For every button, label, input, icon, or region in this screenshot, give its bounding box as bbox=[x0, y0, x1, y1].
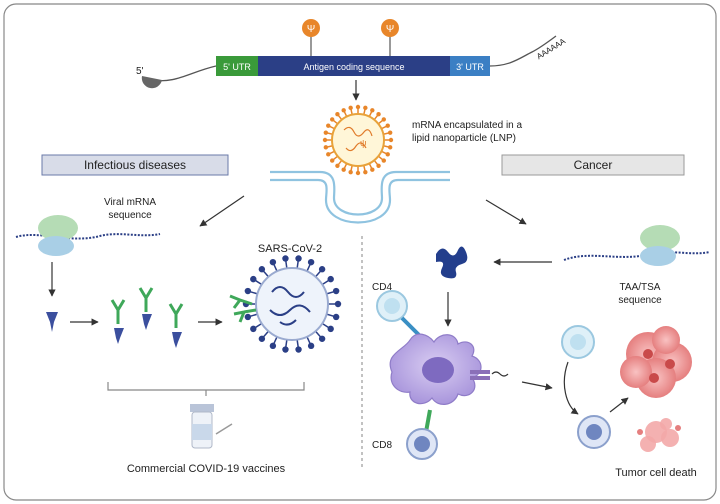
lnp-label-line1: mRNA encapsulated in a bbox=[412, 120, 523, 131]
virus-label: SARS-CoV-2 bbox=[258, 243, 322, 255]
vaccine-vial-icon bbox=[190, 404, 233, 449]
cd8-label: CD8 bbox=[372, 440, 392, 451]
dying-tumor-icon bbox=[637, 418, 681, 452]
five-prime-cap-icon bbox=[141, 76, 162, 89]
antigen-protein-icon bbox=[46, 312, 58, 332]
vaccine-bracket bbox=[107, 382, 305, 391]
antibodies-group bbox=[110, 287, 184, 348]
cd8-tcell-icon bbox=[406, 409, 438, 460]
arrow-to-cancer bbox=[485, 199, 527, 225]
five-prime-tail bbox=[151, 65, 217, 82]
arrow-to-tumor bbox=[609, 397, 629, 413]
psi-label-2: Ψ bbox=[386, 24, 394, 35]
tumor-antigen-icon bbox=[436, 246, 468, 279]
psi-label-1: Ψ bbox=[307, 24, 315, 35]
sars-cov-2-icon bbox=[242, 255, 342, 353]
coding-label: Antigen coding sequence bbox=[303, 62, 404, 72]
cancer-header-box bbox=[501, 154, 685, 176]
three-prime-tail bbox=[489, 35, 557, 67]
lnp-label-line2: lipid nanoparticle (LNP) bbox=[412, 133, 516, 144]
viral-label-line2: sequence bbox=[108, 210, 152, 221]
ribosome-icon-right bbox=[563, 225, 711, 266]
utr5-segment bbox=[216, 56, 258, 76]
coding-segment bbox=[258, 56, 450, 76]
psi-modification-2: Ψ bbox=[381, 19, 399, 56]
five-prime-label: 5' bbox=[136, 66, 144, 77]
cytotoxic-cell-icon bbox=[577, 415, 611, 449]
utr5-label: 5' UTR bbox=[223, 62, 251, 72]
taa-label-line2: sequence bbox=[618, 295, 662, 306]
arrow-helper-to-cd8 bbox=[563, 361, 579, 415]
vaccines-label: Commercial COVID-19 vaccines bbox=[127, 463, 286, 475]
svg-text:ψ: ψ bbox=[360, 138, 366, 148]
cancer-header: Cancer bbox=[574, 158, 613, 172]
infectious-header-box bbox=[41, 154, 229, 176]
tumor-icon bbox=[620, 326, 692, 398]
antibodies-bound bbox=[229, 294, 257, 323]
arrow-to-infectious bbox=[199, 195, 245, 227]
psi-modification-1: Ψ bbox=[302, 19, 320, 56]
taa-label-line1: TAA/TSA bbox=[620, 282, 661, 293]
utr3-label: 3' UTR bbox=[456, 62, 484, 72]
tumor-death-label: Tumor cell death bbox=[615, 467, 697, 479]
arrow-to-tcells bbox=[521, 381, 553, 391]
lnp-icon: ψ bbox=[322, 104, 394, 176]
mhc-receptor-right bbox=[470, 370, 509, 380]
dendritic-cell-icon bbox=[389, 333, 482, 405]
ribosome-icon-left bbox=[15, 215, 161, 256]
utr3-segment bbox=[450, 56, 490, 76]
cell-membrane bbox=[270, 170, 450, 224]
cd4-tcell-icon bbox=[376, 290, 422, 338]
cd4-label: CD4 bbox=[372, 282, 392, 293]
viral-label-line1: Viral mRNA bbox=[104, 197, 156, 208]
figure-border bbox=[3, 3, 717, 501]
mrna-construct: 5' 5' UTR Antigen coding sequence 3' UTR… bbox=[136, 19, 568, 89]
infectious-header: Infectious diseases bbox=[84, 158, 186, 172]
cd4-helper-cell-icon bbox=[561, 325, 595, 359]
